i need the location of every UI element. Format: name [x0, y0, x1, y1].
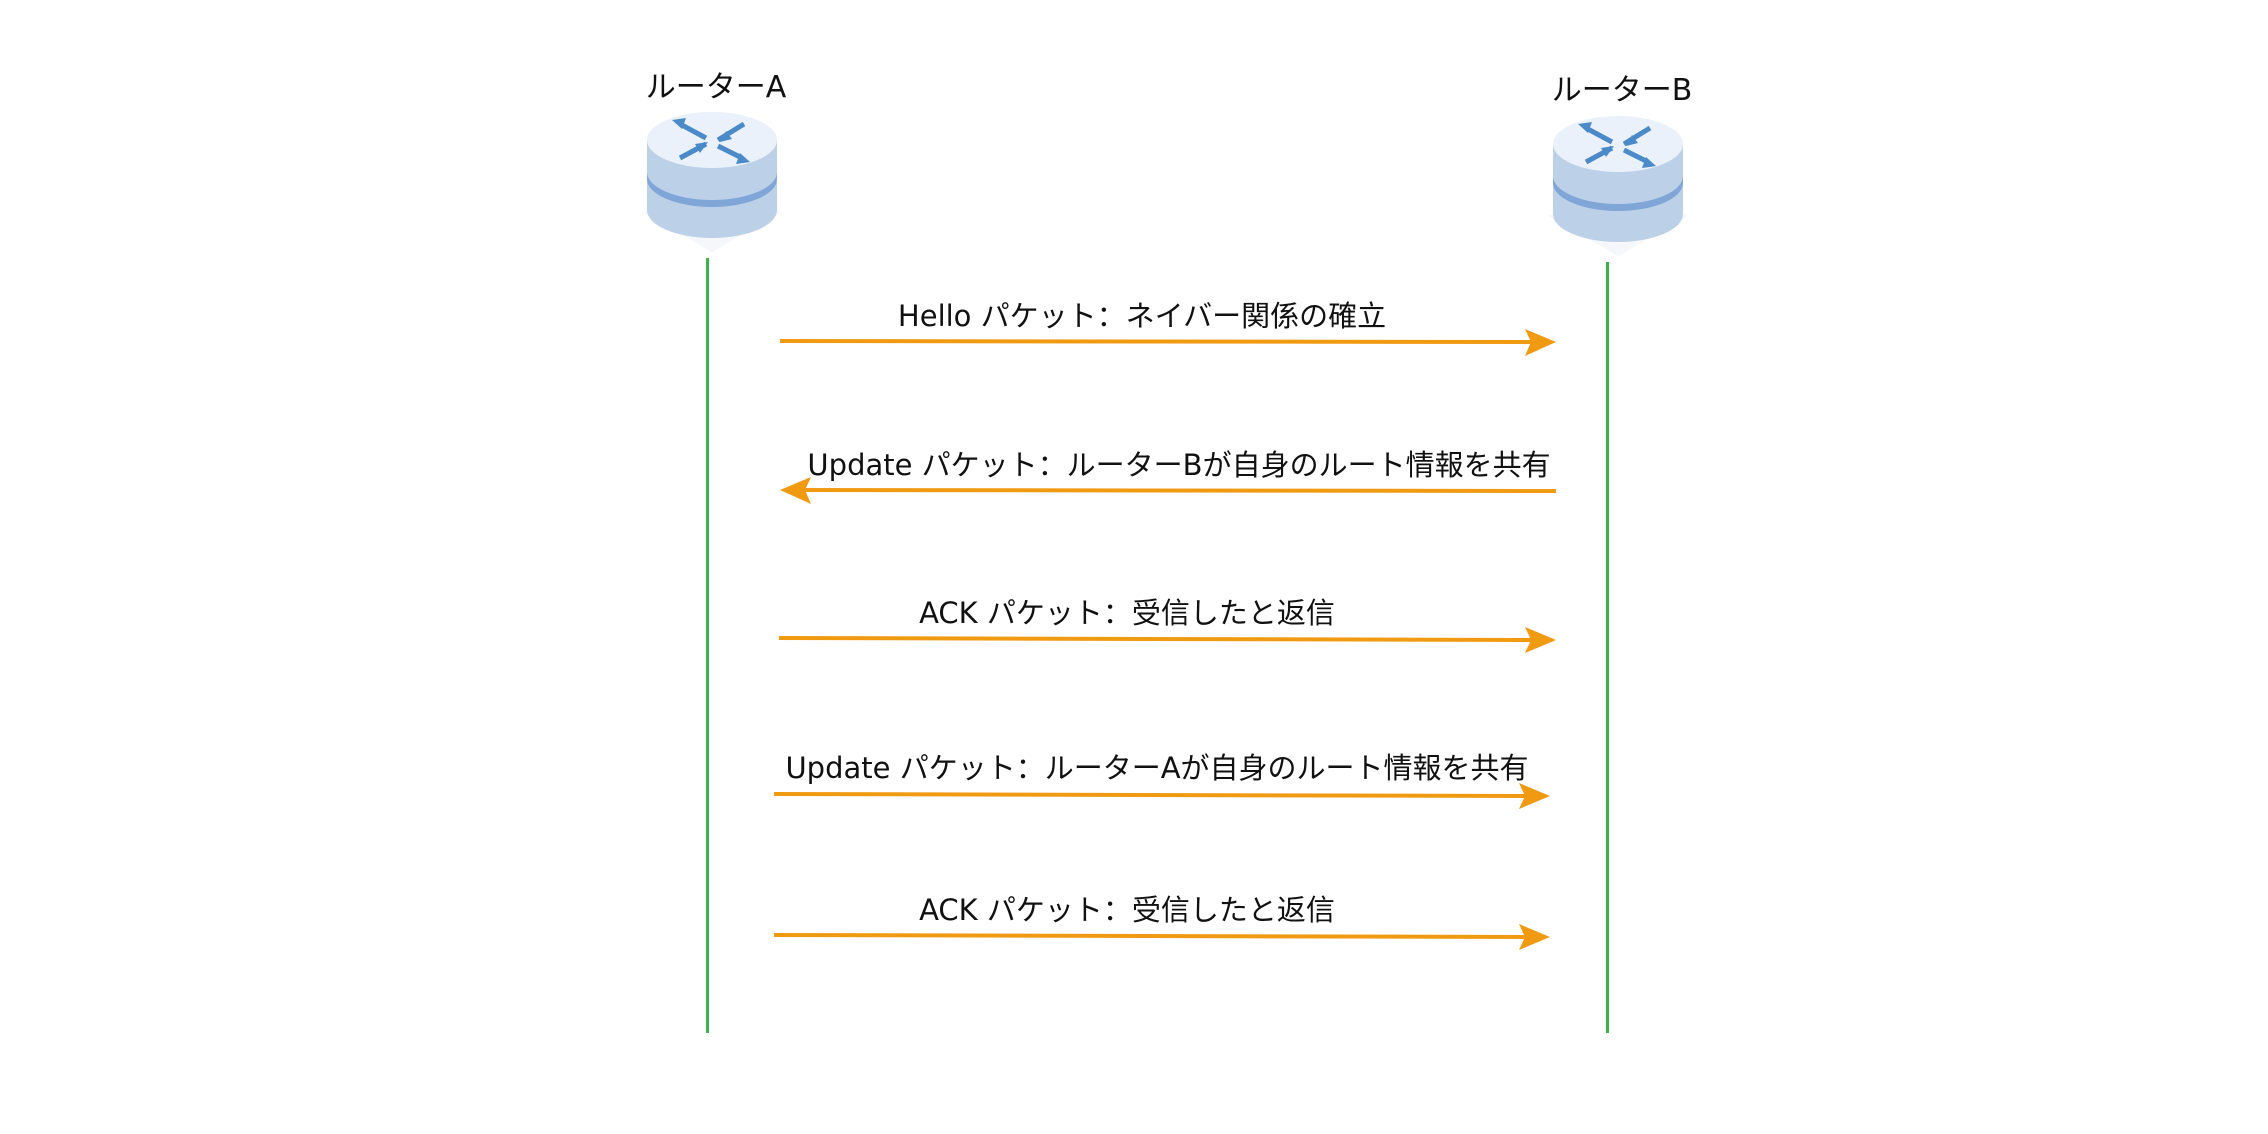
message-arrow: [780, 477, 1557, 504]
message-arrow: [773, 924, 1550, 950]
router-a-icon: [642, 112, 782, 252]
message-label: Update パケット：ルーターAが自身のルート情報を共有: [785, 751, 1529, 785]
router-b-label: ルーターB: [1551, 73, 1693, 108]
message-arrow: [778, 627, 1556, 653]
router-b-lifeline: [1606, 262, 1609, 1033]
message-arrow: [779, 329, 1556, 356]
message-arrow: [773, 783, 1550, 809]
router-a-label: ルーターA: [645, 70, 787, 105]
router-a-lifeline: [706, 258, 709, 1033]
router-b-icon: [1548, 116, 1688, 256]
message-label: Hello パケット：ネイバー関係の確立: [897, 299, 1387, 333]
message-label: ACK パケット：受信したと返信: [919, 596, 1335, 630]
message-label: Update パケット：ルーターBが自身のルート情報を共有: [807, 448, 1551, 482]
message-label: ACK パケット：受信したと返信: [919, 893, 1335, 927]
